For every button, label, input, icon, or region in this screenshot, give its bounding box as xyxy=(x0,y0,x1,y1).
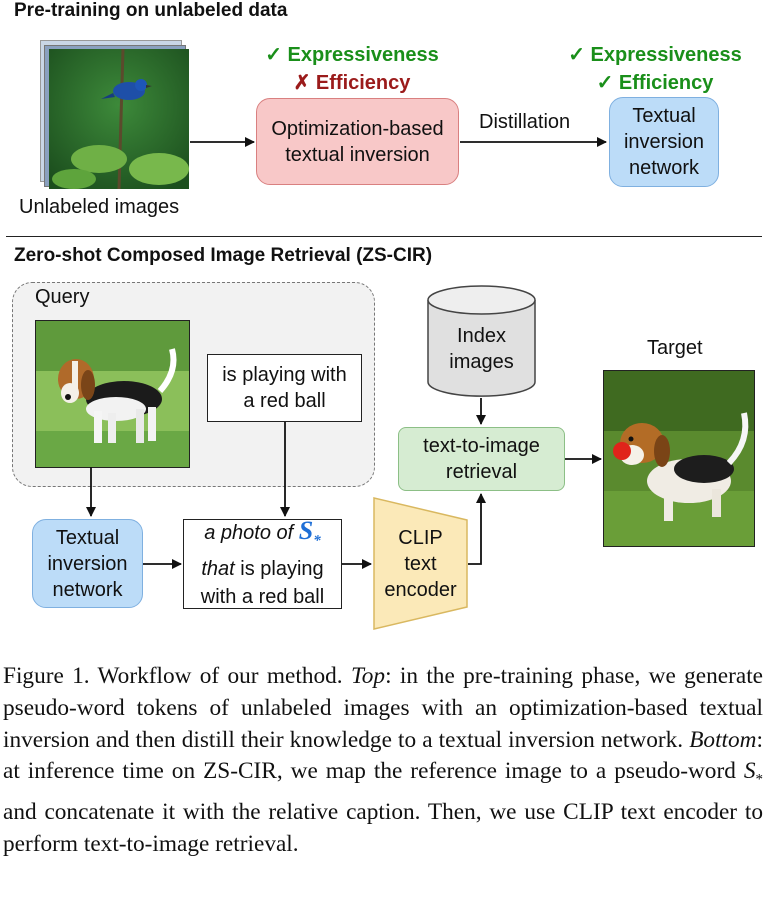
beagle-standing-icon xyxy=(36,321,189,467)
zscir-heading: Zero-shot Composed Image Retrieval (ZS-C… xyxy=(14,245,433,266)
query-label: Query xyxy=(35,286,90,308)
clip-line-1: CLIP xyxy=(398,527,443,549)
beagle-with-ball-icon xyxy=(604,371,754,546)
prompt-italic-1: a photo of xyxy=(204,521,294,544)
target-dog-image xyxy=(603,370,755,547)
textual-inversion-network-box-top: Textual inversion network xyxy=(609,97,719,187)
caption-top-text: : in the pre-training phase, we generate… xyxy=(3,663,764,753)
caption-bottom-word: Bottom xyxy=(689,726,757,753)
caption-figure-label: Figure 1. Workflow of our method. xyxy=(3,663,343,689)
tin-line-2: inversion xyxy=(47,552,128,575)
prompt-line-3: with a red ball xyxy=(200,586,325,609)
clip-line-2: text xyxy=(404,553,437,575)
distillation-label: Distillation xyxy=(479,111,571,133)
figure-caption: Figure 1. Workflow of our method. Top: i… xyxy=(3,661,763,860)
retrieval-line-1: text-to-image xyxy=(423,435,540,457)
caption-bottom-text-2: and concatenate it with the relative cap… xyxy=(3,798,763,857)
index-db-line-2: images xyxy=(449,351,514,373)
prompt-italic-2: that xyxy=(201,558,235,581)
bird-photo-icon xyxy=(49,49,189,189)
prompt-line-1: a photo of S* xyxy=(204,515,321,555)
caption-pseudo-word-symbol: S* xyxy=(743,758,763,789)
text-to-image-retrieval-box: text-to-image retrieval xyxy=(398,427,565,491)
target-label: Target xyxy=(647,337,703,359)
unlabeled-image-bird xyxy=(49,49,189,189)
tin-line-1: Textual xyxy=(55,526,120,549)
section-divider xyxy=(6,236,762,237)
opt-box-line-1: Optimization-based xyxy=(271,117,444,140)
clip-label: CLIP text encoder xyxy=(373,521,468,607)
tin-line-3: network xyxy=(52,578,123,601)
index-images-database: Index images xyxy=(426,284,537,398)
opt-expressiveness-flag: ✓ Expressiveness xyxy=(265,44,439,66)
prompt-rest-1: is playing xyxy=(234,558,324,581)
index-db-label: Index images xyxy=(426,318,537,380)
optimization-textual-inversion-box: Optimization-based textual inversion xyxy=(256,98,459,185)
prompt-box: a photo of S* that is playing with a red… xyxy=(183,515,342,609)
net-box-line-1: Textual xyxy=(632,105,696,127)
relative-caption-box: is playing with a red ball xyxy=(207,354,362,422)
caption-box-line-1: is playing with xyxy=(222,364,347,386)
encoder-trapezoid-shape xyxy=(373,497,468,630)
opt-efficiency-flag: ✗ Efficiency xyxy=(293,72,411,94)
query-dog-image xyxy=(35,320,190,468)
retrieval-line-2: retrieval xyxy=(445,461,518,483)
prompt-line-2: that is playing xyxy=(201,555,323,583)
net-efficiency-flag: ✓ Efficiency xyxy=(596,72,714,94)
net-box-line-2: inversion xyxy=(623,131,705,153)
clip-text-encoder: CLIP text encoder xyxy=(373,497,468,630)
unlabeled-images-label: Unlabeled images xyxy=(19,196,180,218)
index-db-line-1: Index xyxy=(457,325,506,347)
opt-box-line-2: textual inversion xyxy=(285,143,430,166)
pretraining-heading: Pre-training on unlabeled data xyxy=(14,0,288,21)
caption-bottom-text-1: : at inference time on ZS-CIR, we map th… xyxy=(3,726,763,785)
net-box-line-3: network xyxy=(628,157,700,179)
caption-top-word: Top xyxy=(350,663,386,689)
textual-inversion-network-box-bottom: Textual inversion network xyxy=(32,519,143,608)
database-cylinder-icon xyxy=(427,285,536,397)
clip-line-3: encoder xyxy=(384,579,457,601)
pseudo-word-symbol: S* xyxy=(298,515,321,550)
caption-box-line-2: a red ball xyxy=(243,390,326,412)
connector-arrows xyxy=(86,137,607,569)
net-expressiveness-flag: ✓ Expressiveness xyxy=(568,44,742,66)
